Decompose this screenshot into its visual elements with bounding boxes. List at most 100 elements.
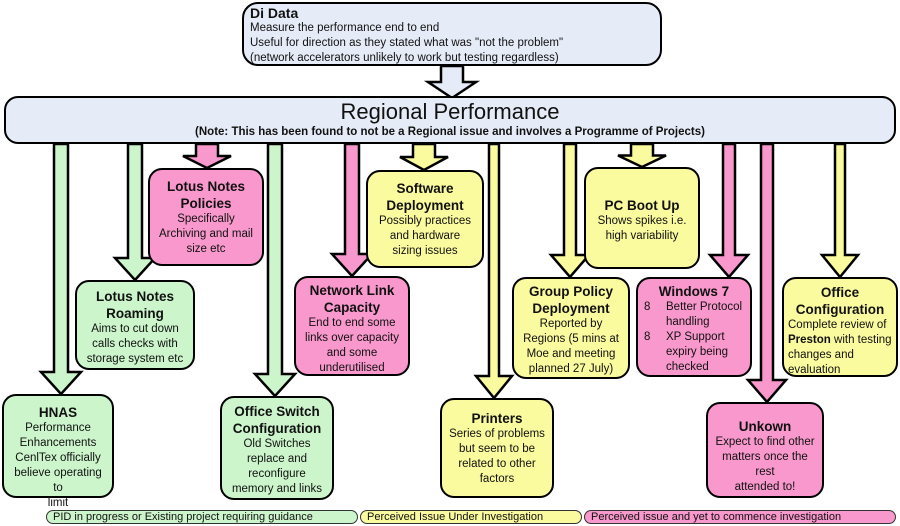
- regional-performance-box: Regional Performance (Note: This has bee…: [4, 96, 896, 144]
- node-desc: Reported by: [539, 318, 603, 330]
- node-title: Printers: [471, 411, 523, 426]
- arrow-to-lotus-policies: [182, 142, 232, 170]
- node-desc: Regions (5 mins at: [523, 333, 619, 345]
- node-title: Deployment: [386, 198, 464, 213]
- node-title: Configuration: [795, 302, 885, 317]
- node-desc: size etc: [186, 243, 226, 255]
- arrow-to-printers: [473, 142, 515, 400]
- node-desc: reconfigure: [248, 468, 306, 480]
- arrow-to-unknown: [745, 142, 789, 404]
- node-pc-boot-up: PC Boot Up Shows spikes i.e. high variab…: [584, 167, 700, 269]
- arrow-to-windows-7: [707, 142, 751, 279]
- node-title: HNAS: [38, 405, 78, 420]
- legend-label: Perceived Issue Under Investigation: [367, 511, 544, 523]
- node-desc: Complete review of Preston with testing …: [788, 318, 892, 378]
- node-software-deployment: Software Deployment Possibly practices a…: [366, 170, 484, 268]
- desc-bold-text: Preston: [788, 334, 831, 346]
- legend-item-pink: Perceived issue and yet to commence inve…: [584, 510, 896, 524]
- legend-label: PID in progress or Existing project requ…: [53, 511, 313, 523]
- node-desc: Shows spikes i.e.: [597, 215, 687, 227]
- bullet-icon: 8: [644, 331, 651, 343]
- node-title: Office Switch: [234, 404, 320, 419]
- node-desc: End to end some: [308, 317, 396, 329]
- di-data-box: Di Data Measure the performance end to e…: [242, 2, 662, 66]
- node-printers: Printers Series of problems but seem to …: [440, 398, 554, 498]
- node-title: Capacity: [323, 300, 381, 315]
- node-office-switch-configuration: Office Switch Configuration Old Switches…: [220, 396, 334, 500]
- regional-title: Regional Performance: [340, 99, 560, 124]
- node-desc: attended to!: [734, 481, 796, 493]
- legend-item-green: PID in progress or Existing project requ…: [46, 510, 358, 524]
- arrow-to-office-configuration: [819, 142, 861, 279]
- node-windows-7: Windows 7 8 Better Protocol handling 8 X…: [636, 277, 752, 377]
- node-title: Network Link: [309, 283, 395, 298]
- di-data-line: Useful for direction as they stated what…: [250, 37, 564, 49]
- node-desc: high variability: [605, 230, 679, 242]
- node-hnas: HNAS Performance Enhancements CenlTex of…: [2, 394, 114, 509]
- arrow-to-software-deployment: [399, 142, 449, 172]
- node-desc: links over capacity: [305, 332, 399, 344]
- node-title: Group Policy: [528, 284, 613, 299]
- legend-label: Perceived issue and yet to commence inve…: [591, 511, 842, 523]
- node-desc: Archiving and mail: [159, 228, 253, 240]
- node-title: Lotus Notes: [166, 179, 245, 194]
- di-data-line: (network accelerators unlikely to work b…: [250, 52, 559, 64]
- node-group-policy-deployment: Group Policy Deployment Reported by Regi…: [512, 277, 630, 379]
- node-title: Office: [820, 285, 860, 300]
- node-desc: planned 27 July): [528, 363, 614, 375]
- arrow-to-group-policy: [548, 142, 592, 279]
- arrow-di-to-regional: [423, 64, 481, 100]
- arrow-to-office-switch: [252, 142, 298, 398]
- node-title: Windows 7: [658, 284, 730, 299]
- arrow-to-pc-boot: [617, 142, 667, 169]
- node-desc: Enhancements: [19, 437, 97, 449]
- node-desc: Possibly practices: [378, 215, 472, 227]
- node-desc: matters once the rest: [722, 451, 808, 478]
- node-desc: Series of problems: [449, 428, 545, 440]
- node-title: Configuration: [232, 421, 322, 436]
- node-title: Roaming: [106, 306, 164, 321]
- arrow-to-lotus-roaming: [112, 142, 158, 282]
- node-office-configuration: Office Configuration Complete review of …: [782, 277, 898, 377]
- node-desc: XP Support expiry being checked: [666, 331, 729, 373]
- di-data-title: Di Data: [250, 5, 299, 21]
- node-desc: Moe and meeting: [526, 348, 616, 360]
- node-title: Software: [396, 181, 454, 196]
- node-desc: Expect to find other: [715, 436, 815, 448]
- di-data-line: Measure the performance end to end: [250, 22, 440, 34]
- node-desc: Better Protocol handling: [666, 301, 743, 328]
- node-desc: believe operating to: [14, 467, 102, 494]
- desc-text: with testing changes and evaluation: [788, 334, 892, 376]
- desc-text: Complete review of: [788, 319, 887, 331]
- bullet-icon: 8: [644, 301, 651, 313]
- node-desc: Performance: [25, 422, 91, 434]
- bullet-item: 8 Better Protocol handling: [642, 300, 746, 330]
- node-title: Policies: [180, 196, 232, 211]
- node-desc: but seem to be: [458, 443, 536, 455]
- node-desc: sizing issues: [392, 245, 458, 257]
- node-desc: CenlTex officially: [15, 452, 101, 464]
- node-desc: storage system etc: [86, 353, 184, 365]
- node-desc: and hardware: [389, 230, 461, 242]
- node-desc: limit: [47, 497, 69, 509]
- arrow-to-hnas: [38, 142, 84, 396]
- node-desc: factors: [479, 473, 515, 485]
- node-lotus-notes-policies: Lotus Notes Policies Specifically Archiv…: [148, 168, 264, 266]
- node-desc: Specifically: [177, 213, 235, 225]
- node-title: PC Boot Up: [604, 198, 680, 213]
- node-desc: Aims to cut down: [91, 323, 179, 335]
- regional-note: (Note: This has been found to not be a R…: [195, 126, 705, 138]
- node-desc: related to other: [458, 458, 536, 470]
- node-title: Deployment: [532, 301, 610, 316]
- node-desc: memory and links: [231, 483, 323, 495]
- node-network-link-capacity: Network Link Capacity End to end some li…: [294, 276, 410, 376]
- bullet-item: 8 XP Support expiry being checked: [642, 330, 746, 375]
- legend-item-yellow: Perceived Issue Under Investigation: [360, 510, 582, 524]
- node-desc: and some: [326, 347, 378, 359]
- node-desc: calls checks with: [92, 338, 178, 350]
- node-desc: replace and: [246, 453, 308, 465]
- node-lotus-notes-roaming: Lotus Notes Roaming Aims to cut down cal…: [75, 280, 195, 370]
- node-desc: Old Switches: [243, 438, 311, 450]
- node-title: Unkown: [738, 419, 792, 434]
